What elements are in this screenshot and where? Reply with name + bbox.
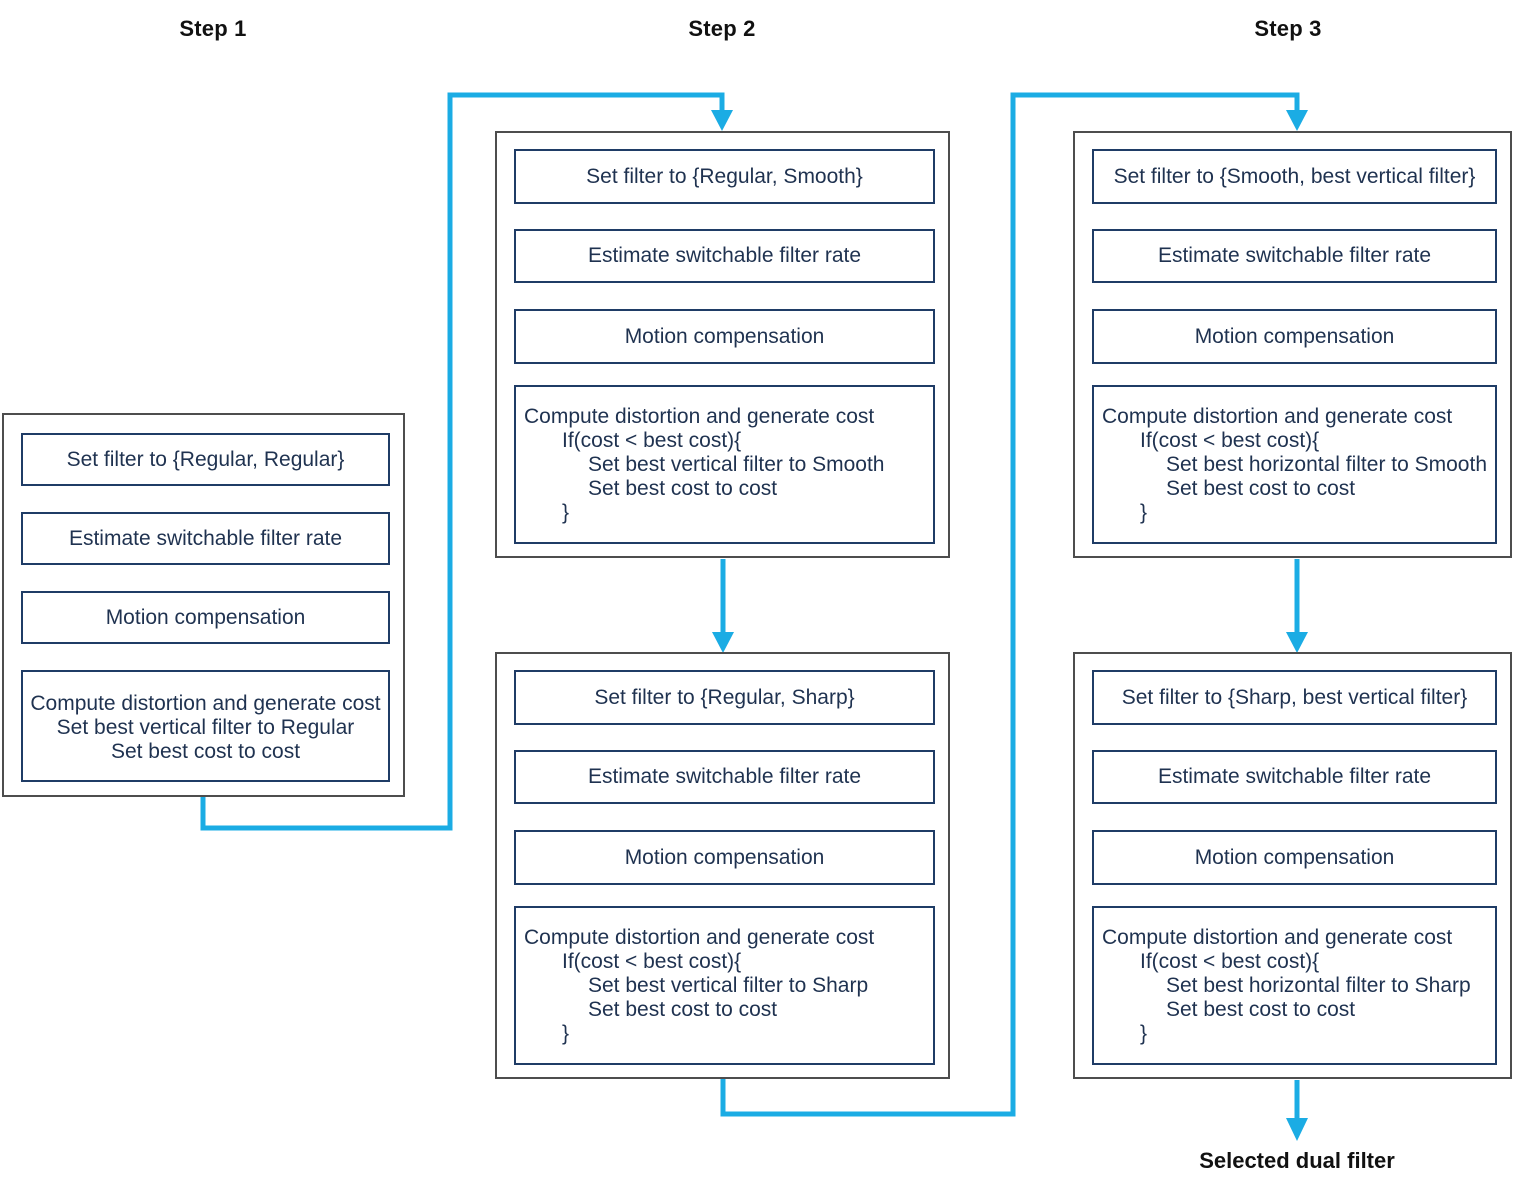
compute-line: Set best cost to cost [588, 998, 778, 1021]
motion-compensation-step: Motion compensation [1092, 309, 1497, 364]
step1-process-group: Set filter to {Regular, Regular} Estimat… [2, 413, 405, 797]
compute-line: Set best cost to cost [1166, 477, 1356, 500]
set-filter-step: Set filter to {Regular, Regular} [21, 433, 390, 486]
selected-dual-filter-label: Selected dual filter [1199, 1148, 1395, 1173]
step2-top-process-group: Set filter to {Regular, Smooth} Estimate… [495, 131, 950, 558]
compute-line: If(cost < best cost){ [562, 950, 742, 973]
compute-line: } [1140, 501, 1148, 524]
set-filter-step: Set filter to {Smooth, best vertical fil… [1092, 149, 1497, 204]
compute-line: Set best vertical filter to Regular [56, 716, 355, 739]
compute-line: Compute distortion and generate cost [524, 926, 875, 949]
compute-line: Set best horizontal filter to Smooth [1166, 453, 1487, 476]
compute-cost-block: Compute distortion and generate cost If(… [1092, 385, 1497, 544]
step3-top-process-group: Set filter to {Smooth, best vertical fil… [1073, 131, 1512, 558]
compute-line: } [562, 501, 570, 524]
compute-line: Set best cost to cost [110, 740, 301, 763]
compute-line: If(cost < best cost){ [562, 429, 742, 452]
compute-cost-block: Compute distortion and generate cost If(… [514, 906, 935, 1065]
estimate-rate-step: Estimate switchable filter rate [514, 750, 935, 804]
arrowhead-step1-to-step2 [711, 110, 733, 131]
compute-line: Set best horizontal filter to Sharp [1166, 974, 1471, 997]
arrowhead-step3-top-to-bottom [1286, 632, 1308, 653]
compute-line: Compute distortion and generate cost [1102, 405, 1453, 428]
step-1-header: Step 1 [179, 16, 247, 41]
step3-bottom-process-group: Set filter to {Sharp, best vertical filt… [1073, 652, 1512, 1079]
compute-cost-block: Compute distortion and generate cost If(… [1092, 906, 1497, 1065]
compute-line: Set best vertical filter to Sharp [588, 974, 869, 997]
set-filter-step: Set filter to {Regular, Smooth} [514, 149, 935, 204]
compute-cost-block: Compute distortion and generate cost Set… [21, 670, 390, 782]
compute-line: Set best cost to cost [1166, 998, 1356, 1021]
arrowhead-step2-top-to-bottom [712, 632, 734, 653]
motion-compensation-step: Motion compensation [1092, 830, 1497, 885]
set-filter-step: Set filter to {Regular, Sharp} [514, 670, 935, 725]
motion-compensation-step: Motion compensation [514, 830, 935, 885]
compute-line: Compute distortion and generate cost [1102, 926, 1453, 949]
motion-compensation-step: Motion compensation [514, 309, 935, 364]
estimate-rate-step: Estimate switchable filter rate [514, 229, 935, 283]
step-3-header: Step 3 [1254, 16, 1322, 41]
estimate-rate-step: Estimate switchable filter rate [1092, 229, 1497, 283]
estimate-rate-step: Estimate switchable filter rate [21, 512, 390, 565]
compute-line: If(cost < best cost){ [1140, 950, 1320, 973]
compute-line: } [562, 1022, 570, 1045]
arrowhead-step3-to-result [1286, 1118, 1308, 1141]
compute-line: Set best cost to cost [588, 477, 778, 500]
arrowhead-step2-to-step3 [1286, 110, 1308, 131]
compute-line: If(cost < best cost){ [1140, 429, 1320, 452]
motion-compensation-step: Motion compensation [21, 591, 390, 644]
compute-line: Compute distortion and generate cost [30, 692, 381, 715]
compute-line: Set best vertical filter to Smooth [588, 453, 885, 476]
estimate-rate-step: Estimate switchable filter rate [1092, 750, 1497, 804]
set-filter-step: Set filter to {Sharp, best vertical filt… [1092, 670, 1497, 725]
compute-line: Compute distortion and generate cost [524, 405, 875, 428]
compute-line: } [1140, 1022, 1148, 1045]
step-2-header: Step 2 [688, 16, 756, 41]
compute-cost-block: Compute distortion and generate cost If(… [514, 385, 935, 544]
step2-bottom-process-group: Set filter to {Regular, Sharp} Estimate … [495, 652, 950, 1079]
